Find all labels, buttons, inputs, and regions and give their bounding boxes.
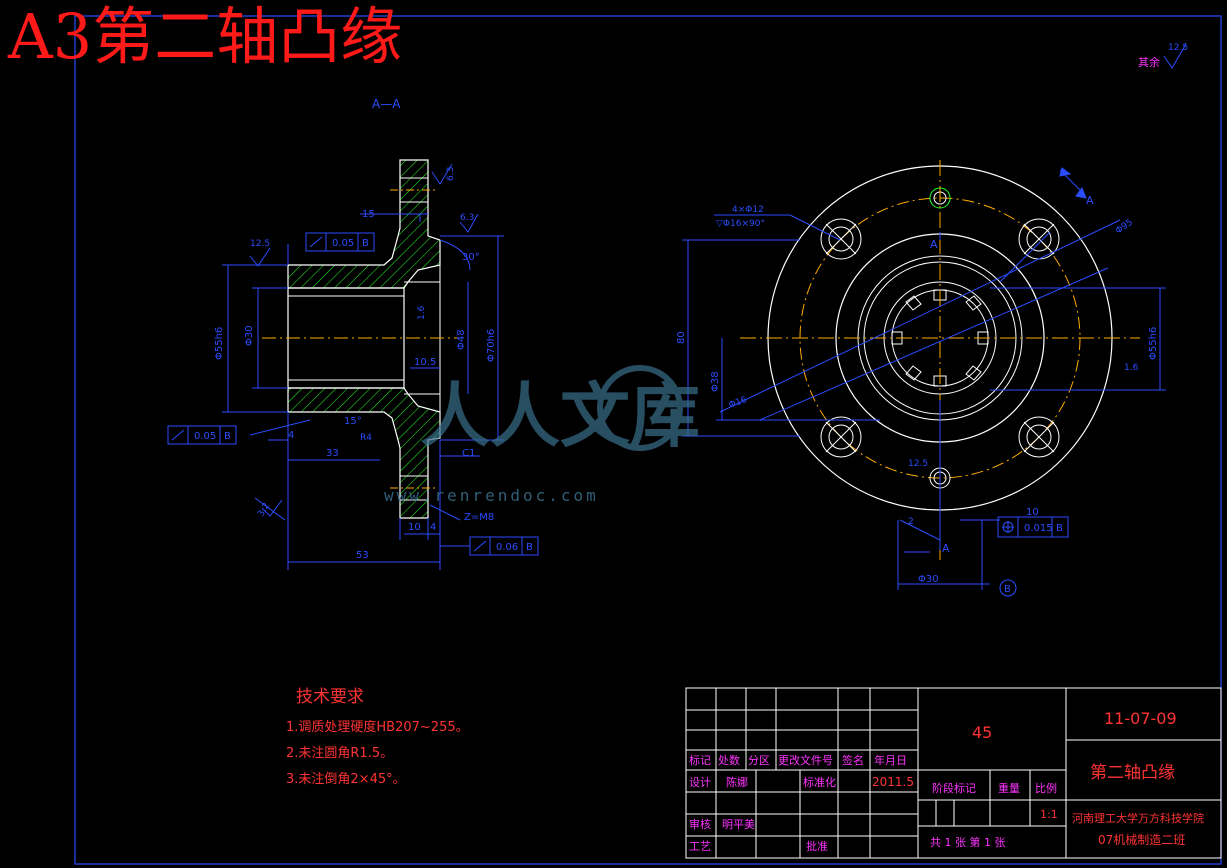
section-mark-mid: A xyxy=(930,238,938,251)
drawing-border xyxy=(74,15,1222,865)
drawing-title: A3第二轴凸缘 xyxy=(8,0,403,73)
roughness-general: 12.5 xyxy=(1168,43,1188,53)
tb-header-3: 更改文件号 xyxy=(778,753,833,767)
tb-reviewer: 明平美 xyxy=(722,818,755,831)
dim-80: 80 xyxy=(676,331,687,344)
title-block-text: 标记 处数 分区 更改文件号 签名 年月日 设计 陈娜 标准化 2011.5 审… xyxy=(689,709,1204,853)
watermark-logo: 人人文库 xyxy=(420,365,700,457)
dim-53: 53 xyxy=(356,550,369,561)
dim-4b: 4 xyxy=(430,522,436,533)
roughness-flange: 6.3 xyxy=(446,167,456,181)
tb-header-1: 处数 xyxy=(718,754,740,767)
dim-15deg: 15° xyxy=(344,416,362,427)
svg-text:人人文库: 人人文库 xyxy=(420,375,700,457)
tb-part-name: 第二轴凸缘 xyxy=(1090,763,1175,783)
dim-55-right: Φ55h6 xyxy=(1148,327,1159,360)
tech-requirement-3: 3.未注倒角2×45°。 xyxy=(286,772,406,787)
spline-teeth xyxy=(891,289,989,387)
tb-date-code: 11-07-09 xyxy=(1104,709,1177,728)
tb-stage-label: 阶段标记 xyxy=(932,781,976,795)
tb-scale: 1:1 xyxy=(1040,808,1058,821)
tb-designer: 陈娜 xyxy=(726,775,748,789)
dim-48: Φ48 xyxy=(456,329,467,350)
datum-b-label: B xyxy=(1004,584,1011,595)
tb-sheets: 共 1 张 第 1 张 xyxy=(930,835,1005,849)
tb-header-0: 标记 xyxy=(689,753,711,767)
svg-text:0.05: 0.05 xyxy=(194,431,216,442)
title-block xyxy=(685,687,1222,859)
tb-material: 45 xyxy=(972,723,992,742)
dim-zm8: Z=M8 xyxy=(464,512,494,523)
tb-design-date: 2011.5 xyxy=(872,775,914,789)
dim-r16-right: 1.6 xyxy=(1124,363,1139,373)
tb-approve-label: 批准 xyxy=(806,839,828,853)
dim-c1: C1 xyxy=(462,448,475,459)
dim-10b: 10 xyxy=(1026,507,1039,518)
dim-16: Φ16 xyxy=(728,395,749,411)
tolerance-frame-2: 0.05 B xyxy=(167,425,237,445)
dim-30deg: 30° xyxy=(462,252,480,263)
dim-33: 33 xyxy=(326,448,339,459)
dim-105: 10.5 xyxy=(414,357,436,368)
tb-review-label: 审核 xyxy=(689,817,711,831)
roughness-spline: 6.3 xyxy=(460,213,474,223)
tech-requirements-heading: 技术要求 xyxy=(296,687,364,707)
dim-10: 10 xyxy=(408,522,421,533)
bolt-holes xyxy=(820,218,1060,458)
roughness-upper-left: 12.5 xyxy=(250,239,270,249)
svg-text:B: B xyxy=(526,542,533,553)
dim-15: 15 xyxy=(362,209,375,220)
dim-r4: R4 xyxy=(360,433,372,443)
bolt-hole-crosses xyxy=(825,223,1055,453)
section-view: 12.5 6.3 6.3 3.2 15 30° Φ55h6 Φ30 Φ48 Φ7… xyxy=(167,159,539,570)
roughness-symbol-general xyxy=(1163,43,1187,69)
tb-design-label: 设计 xyxy=(689,776,711,789)
tb-weight-label: 重量 xyxy=(998,781,1020,795)
svg-text:B: B xyxy=(362,238,369,249)
tolerance-frame-4: 0.015 B xyxy=(997,516,1069,538)
svg-text:0.06: 0.06 xyxy=(496,542,518,553)
dim-125-right: 12.5 xyxy=(908,459,928,469)
svg-text:B: B xyxy=(224,431,231,442)
dim-95: Φ95 xyxy=(1114,218,1135,237)
dim-70: Φ70h6 xyxy=(486,329,497,362)
tb-process-label: 工艺 xyxy=(689,840,711,853)
svg-text:0.05: 0.05 xyxy=(332,238,354,249)
tolerance-frame-1: 0.05 B xyxy=(305,232,375,252)
tb-header-2: 分区 xyxy=(748,754,770,767)
tech-requirement-1: 1.调质处理硬度HB207~255。 xyxy=(286,720,469,735)
svg-text:B: B xyxy=(1056,523,1063,534)
datum-b-circle xyxy=(999,579,1017,597)
tolerance-frame-3: 0.06 B xyxy=(469,536,539,556)
tb-header-5: 年月日 xyxy=(874,753,907,767)
section-mark-bottom: A xyxy=(942,542,950,555)
tb-header-4: 签名 xyxy=(842,753,864,767)
watermark-url: www.renrendoc.com xyxy=(384,486,599,505)
tb-class: 07机械制造二班 xyxy=(1098,832,1185,847)
dim-2: 2 xyxy=(908,517,914,527)
dim-holes-b: ▽Φ16×90° xyxy=(716,219,765,229)
dim-55: Φ55h6 xyxy=(214,327,225,360)
dim-38: Φ38 xyxy=(710,371,721,392)
svg-text:0.015: 0.015 xyxy=(1024,523,1053,534)
dim-4: 4 xyxy=(288,430,294,441)
dim-30b: Φ30 xyxy=(918,574,939,585)
dim-holes-a: 4×Φ12 xyxy=(732,205,764,215)
section-label: A—A xyxy=(372,97,401,111)
section-mark-top: A xyxy=(1086,194,1094,207)
front-view: B A A A 4×Φ12 ▽Φ16×90° Φ95 80 Φ38 Φ16 Φ5… xyxy=(676,160,1166,597)
tb-scale-label: 比例 xyxy=(1035,781,1057,795)
tb-standard-label: 标准化 xyxy=(803,775,836,789)
dim-r16: 1.6 xyxy=(417,305,427,320)
tb-school: 河南理工大学万方科技学院 xyxy=(1072,811,1204,825)
surface-note: 其余 xyxy=(1138,55,1160,69)
tech-requirement-2: 2.未注圆角R1.5。 xyxy=(286,746,394,761)
dim-30: Φ30 xyxy=(244,325,255,346)
section-hatch-upper xyxy=(287,159,441,289)
